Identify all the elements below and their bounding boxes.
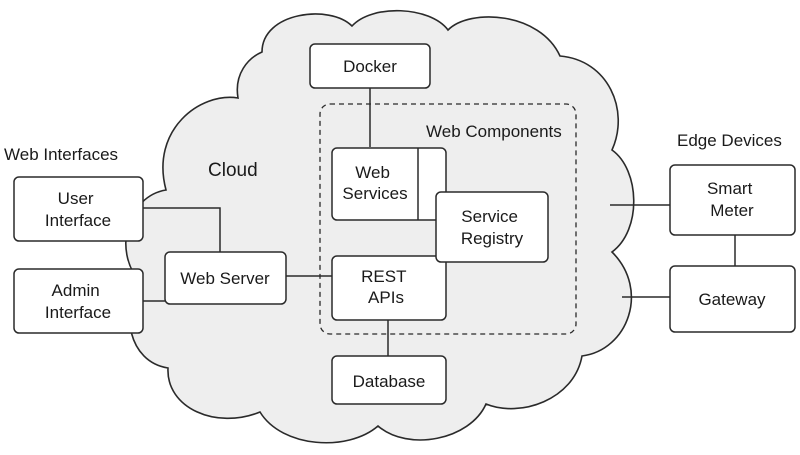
service-registry-label: Service Registry — [461, 207, 524, 248]
admin-interface-label-line-1: Admin — [52, 281, 100, 300]
docker-label: Docker — [343, 57, 397, 76]
docker-label-line: Docker — [343, 57, 397, 76]
rest-apis-label: REST APIs — [361, 267, 411, 307]
service-registry-label-line-1: Service — [461, 207, 518, 226]
web-components-label: Web Components — [426, 122, 562, 141]
service-registry-box — [435, 191, 549, 263]
web-server-box — [164, 251, 287, 305]
admin-interface-label-line-2: Interface — [45, 303, 111, 322]
rest-apis-label-line-2: APIs — [368, 288, 404, 307]
gateway-box — [669, 265, 796, 333]
admin-interface-label: Admin Interface — [45, 281, 111, 322]
connector-userinterface-webserver — [143, 207, 221, 252]
gateway-label: Gateway — [698, 290, 766, 309]
web-server-label-line: Web Server — [180, 269, 270, 288]
rest-apis-box — [331, 255, 447, 321]
user-interface-label-line-1: User — [58, 189, 94, 208]
web-components-region — [319, 103, 577, 335]
web-services-label: Web Services — [342, 163, 407, 203]
docker-box — [309, 43, 431, 89]
user-interface-box — [13, 176, 144, 242]
web-interfaces-label: Web Interfaces — [4, 145, 118, 164]
smart-meter-label: Smart Meter — [707, 179, 757, 220]
web-services-label-line-2: Services — [342, 184, 407, 203]
smart-meter-box — [669, 164, 796, 236]
gateway-label-line: Gateway — [698, 290, 766, 309]
admin-interface-box — [13, 268, 144, 334]
cloud-label: Cloud — [208, 160, 258, 181]
user-interface-label: User Interface — [45, 189, 111, 230]
smart-meter-label-line-2: Meter — [710, 201, 754, 220]
database-label: Database — [353, 372, 426, 391]
smart-meter-label-line-1: Smart — [707, 179, 753, 198]
rest-apis-label-line-1: REST — [361, 267, 406, 286]
database-box — [331, 355, 447, 405]
edge-devices-label: Edge Devices — [677, 131, 782, 150]
service-registry-label-line-2: Registry — [461, 229, 524, 248]
user-interface-label-line-2: Interface — [45, 211, 111, 230]
database-label-line: Database — [353, 372, 426, 391]
web-server-label: Web Server — [180, 269, 270, 288]
web-services-label-line-1: Web — [355, 163, 390, 182]
